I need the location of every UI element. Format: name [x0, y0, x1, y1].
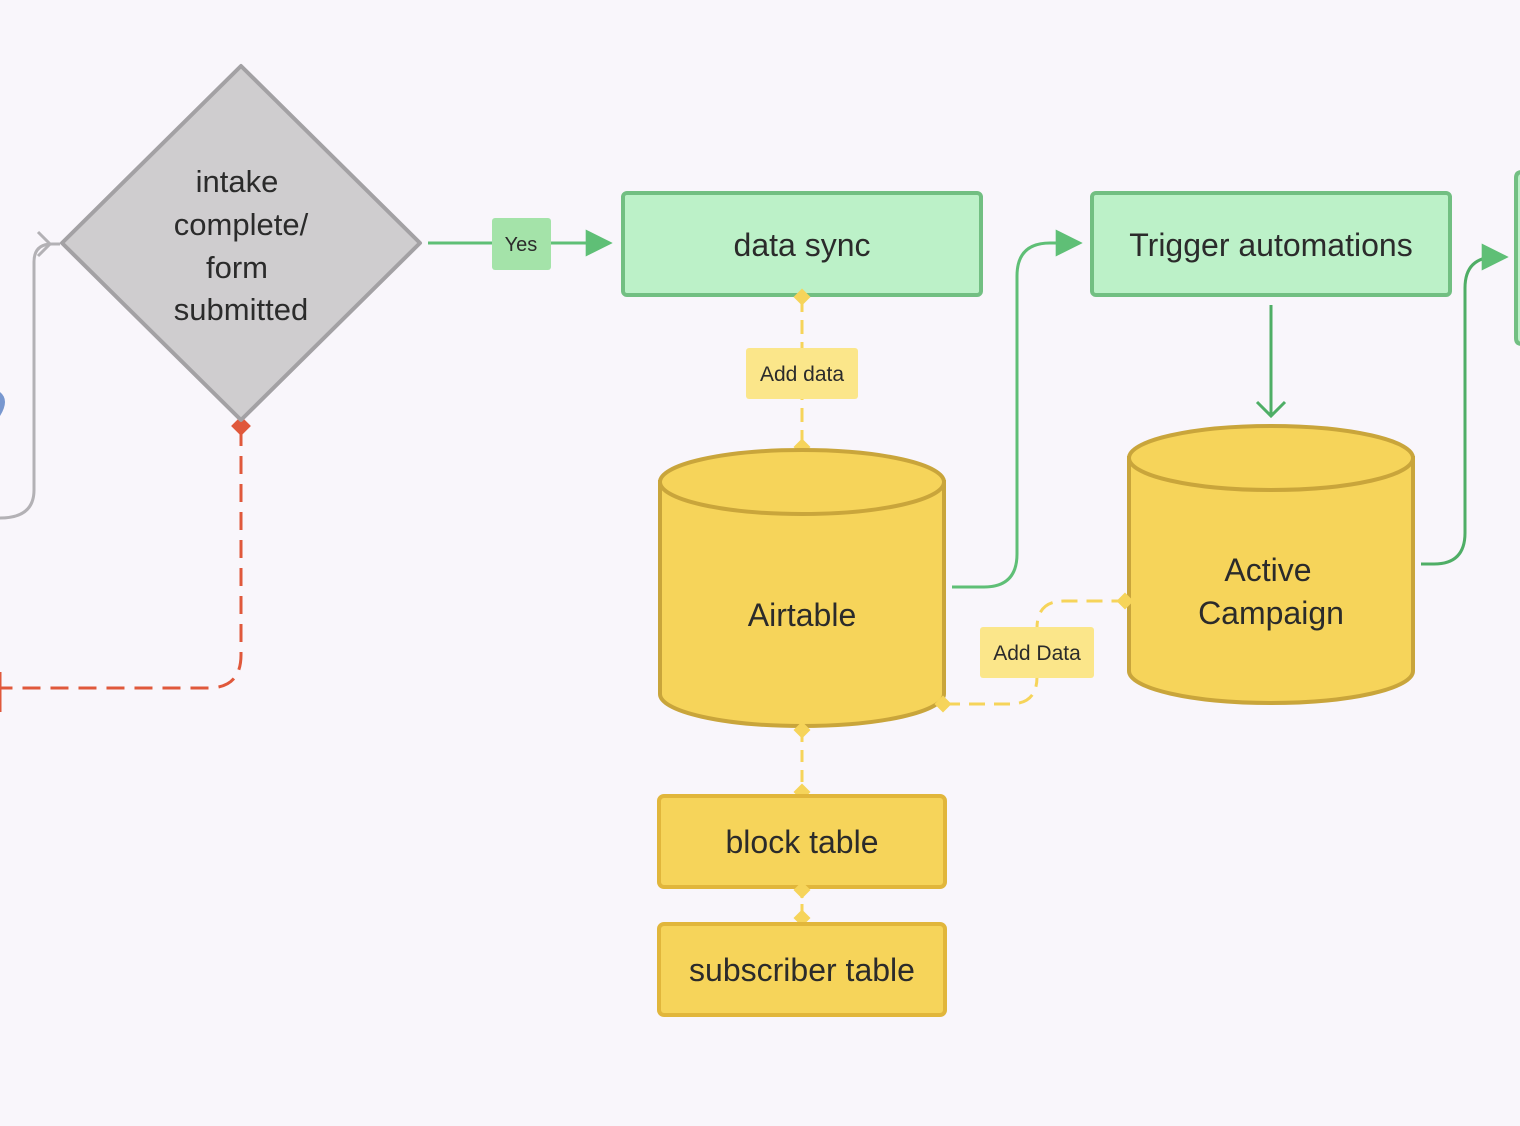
chevron-arrow-icon — [36, 230, 53, 258]
handle-airtable-right[interactable] — [934, 695, 952, 713]
decision-label-line-4: submitted — [174, 292, 308, 327]
airtable-database-node[interactable]: Airtable — [658, 448, 946, 728]
trigger-automations-node[interactable]: Trigger automations — [1090, 191, 1452, 297]
handle-active-campaign-left[interactable] — [1116, 592, 1134, 610]
next-node-fragment[interactable] — [1514, 170, 1520, 346]
block-table-label: block table — [726, 824, 879, 860]
active-campaign-label-line-2: Campaign — [1198, 595, 1344, 631]
active-campaign-database-node[interactable]: Active Campaign — [1127, 424, 1415, 705]
red-diamond-handle[interactable] — [231, 416, 251, 436]
airtable-label: Airtable — [748, 597, 857, 633]
handle-block-table-bottom[interactable] — [793, 881, 811, 899]
arrow-down-icon — [1255, 400, 1287, 419]
connector-no-red[interactable] — [0, 428, 243, 690]
decision-label-line-3: form — [206, 250, 268, 285]
add-data-edge-label: Add data — [746, 348, 858, 399]
yes-edge-label: Yes — [492, 218, 551, 270]
data-sync-node[interactable]: data sync — [621, 191, 983, 297]
block-table-node[interactable]: block table — [657, 794, 947, 889]
subscriber-table-node[interactable]: subscriber table — [657, 922, 947, 1017]
active-campaign-label-line-1: Active — [1224, 552, 1311, 588]
blue-node-fragment — [0, 392, 5, 416]
data-sync-label: data sync — [734, 227, 871, 263]
yes-label-text: Yes — [505, 234, 538, 256]
add-data-label-text: Add data — [760, 363, 844, 386]
subscriber-table-label: subscriber table — [689, 952, 915, 988]
decision-label-line-1: intake — [196, 164, 279, 199]
add-data-ac-edge-label: Add Data — [980, 627, 1094, 678]
connector-airtable-trigger[interactable] — [952, 229, 1083, 589]
handle-airtable-bottom[interactable] — [793, 721, 811, 739]
add-data-ac-label-text: Add Data — [993, 642, 1081, 665]
handle-data-sync-bottom[interactable] — [793, 288, 811, 306]
decision-label-line-2: complete/ — [174, 207, 309, 242]
trigger-automations-label: Trigger automations — [1129, 227, 1412, 263]
connector-incoming-gray[interactable] — [0, 242, 60, 520]
decision-node[interactable]: intake complete/ form submitted — [60, 64, 422, 422]
connector-active-campaign-next[interactable] — [1421, 243, 1509, 566]
